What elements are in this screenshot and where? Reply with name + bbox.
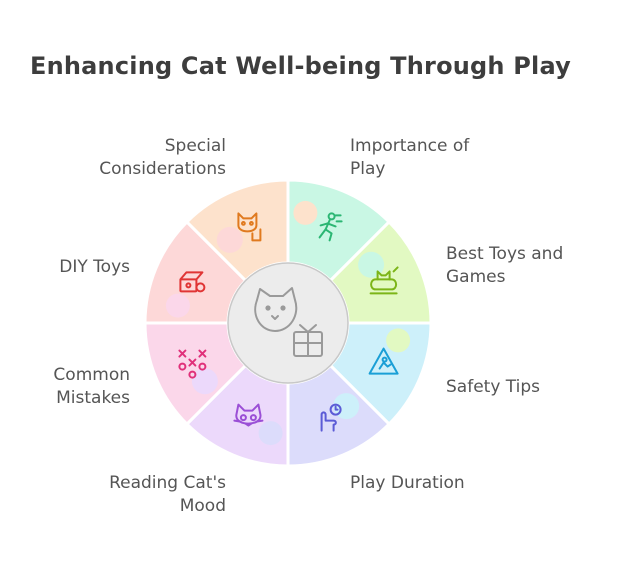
- x-o-icon: [178, 349, 207, 379]
- puzzle-tab: [216, 226, 243, 253]
- cat-hand-icon: [237, 212, 262, 242]
- puzzle-tab: [386, 328, 411, 353]
- puzzle-tab: [165, 293, 190, 318]
- label-mood: Reading Cat's Mood: [109, 473, 226, 516]
- label-diy: DIY Toys: [59, 257, 130, 277]
- center-disc: [227, 262, 349, 384]
- label-importance: Importance of Play: [350, 136, 470, 179]
- label-toys: Best Toys and Games: [446, 244, 564, 287]
- hand-timer-icon: [320, 403, 342, 432]
- label-duration: Play Duration: [350, 473, 465, 493]
- cat-gift-icon: [254, 287, 323, 357]
- label-mistakes: Common Mistakes: [53, 365, 130, 408]
- label-special: Special Considerations: [99, 136, 226, 179]
- puzzle-tab: [293, 200, 318, 225]
- warning-sign-icon: [368, 347, 399, 375]
- cat-face-icon: [233, 403, 264, 427]
- puzzle-tab: [191, 368, 218, 395]
- cat-toy-icon: [369, 266, 399, 295]
- label-safety: Safety Tips: [446, 377, 541, 397]
- page-title: Enhancing Cat Well-being Through Play: [30, 52, 571, 80]
- puzzle-tab: [258, 421, 283, 446]
- running-person-icon: [318, 212, 343, 242]
- diy-box-icon: [179, 271, 206, 293]
